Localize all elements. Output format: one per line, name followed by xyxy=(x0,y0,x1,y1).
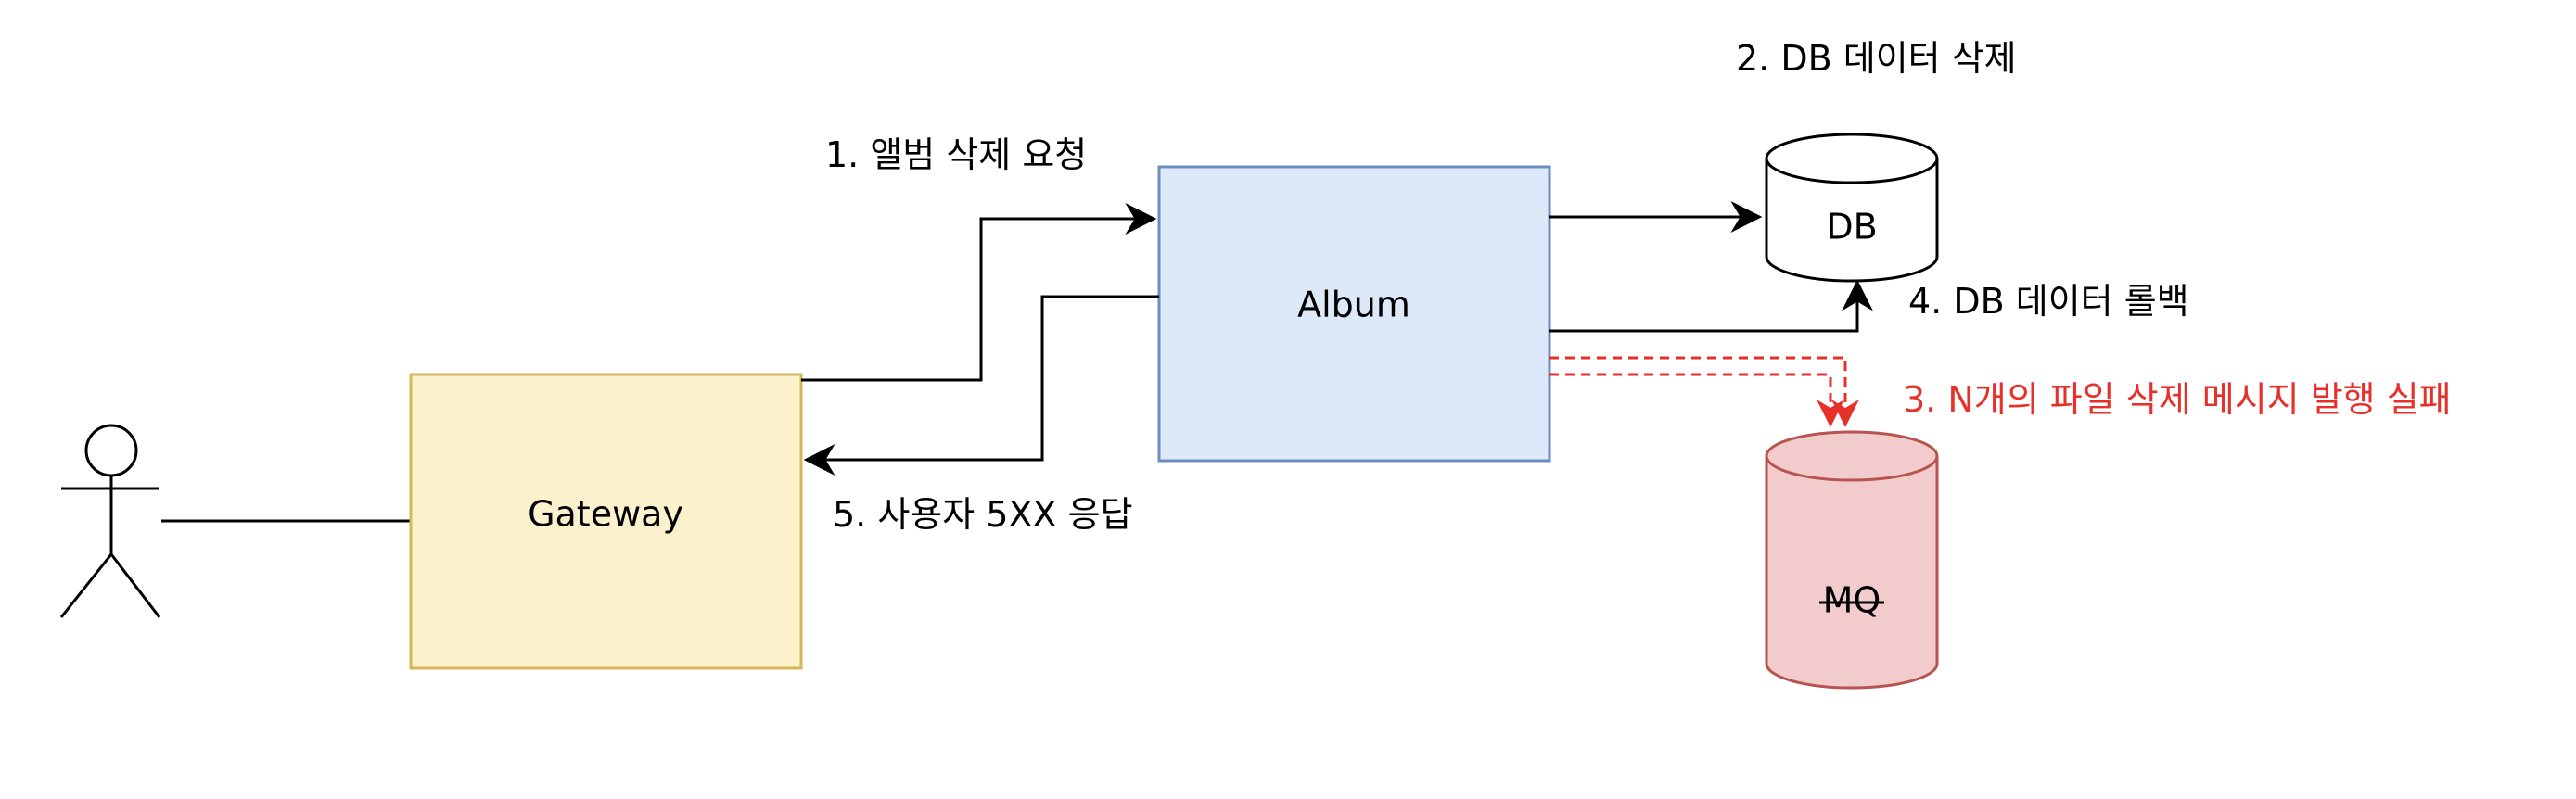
edge-response-arrow xyxy=(803,295,1159,476)
gateway-node[interactable]: Gateway xyxy=(409,373,803,670)
step2-label: 2. DB 데이터 삭제 xyxy=(1736,38,2017,79)
step5-label: 5. 사용자 5XX 응답 xyxy=(833,494,1133,535)
db-label: DB xyxy=(1826,207,1877,247)
mq-label: MQ xyxy=(1823,580,1881,621)
step3-label: 3. N개의 파일 삭제 메시지 발행 실패 xyxy=(1903,379,2452,420)
mq-node[interactable]: MQ xyxy=(1765,430,1939,690)
step4-label: 4. DB 데이터 롤백 xyxy=(1908,281,2189,322)
edge-mq-publish-fail-arrow-a xyxy=(1549,356,1859,427)
user-actor-icon xyxy=(59,424,161,618)
album-label: Album xyxy=(1297,285,1410,325)
edge-mq-publish-fail-arrow-b xyxy=(1549,373,1844,427)
edge-request-arrow xyxy=(801,203,1157,382)
step1-label: 1. 앨범 삭제 요청 xyxy=(825,134,1087,175)
gateway-label: Gateway xyxy=(528,494,683,535)
album-node[interactable]: Album xyxy=(1157,165,1551,463)
db-node[interactable]: DB xyxy=(1765,133,1939,283)
edge-db-rollback-arrow xyxy=(1549,279,1873,333)
